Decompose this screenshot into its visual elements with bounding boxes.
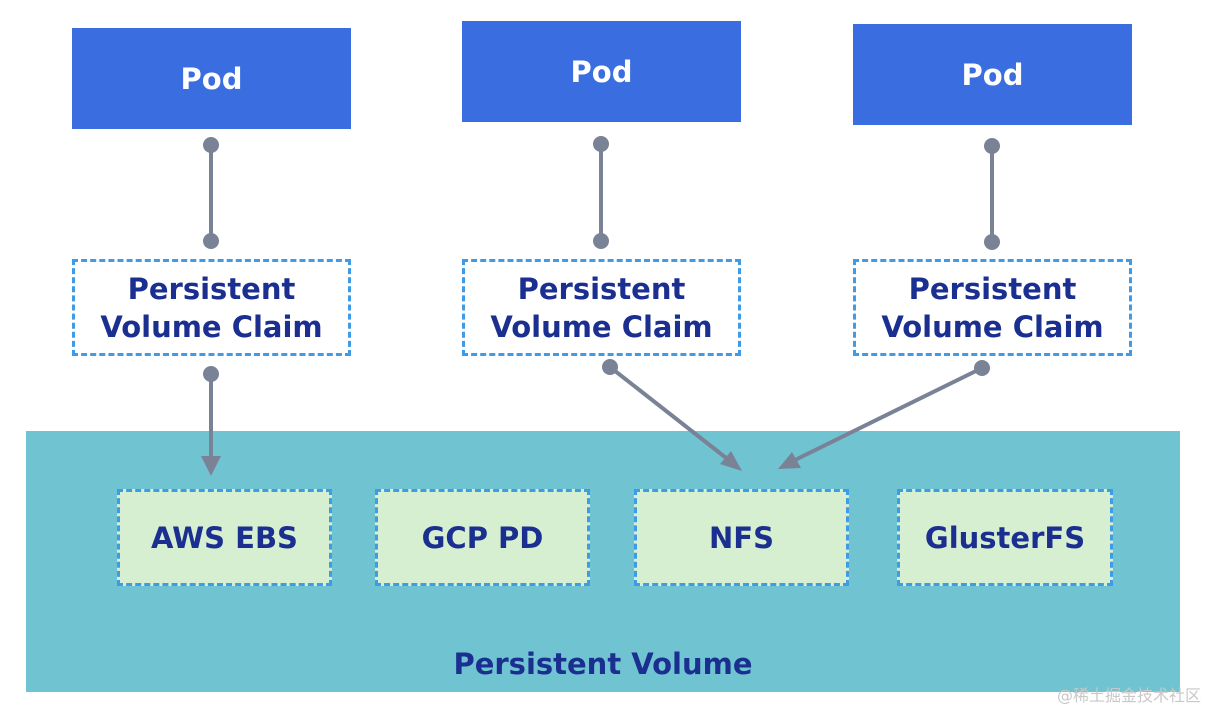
pvc-box-1: Persistent Volume Claim [72, 259, 351, 356]
pvc-box-2: Persistent Volume Claim [462, 259, 741, 356]
pvc-storage-arrow-3 [792, 366, 983, 463]
persistent-volume-label: Persistent Volume [453, 647, 753, 681]
connector-dot [203, 233, 219, 249]
storage-label: AWS EBS [151, 520, 298, 555]
connector-dot [984, 138, 1000, 154]
pod-box-3: Pod [853, 24, 1132, 125]
pod-box-1: Pod [72, 28, 351, 129]
arrowhead-icon [778, 452, 801, 469]
pod-box-2: Pod [462, 21, 741, 122]
pod-label: Pod [570, 54, 633, 89]
pvc-label-line1: Persistent [908, 271, 1077, 306]
pvc-label-line2: Volume Claim [490, 309, 713, 344]
arrowhead-icon [201, 456, 221, 476]
pod-label: Pod [961, 57, 1024, 92]
pod-label: Pod [180, 61, 243, 96]
connector-dot [203, 137, 219, 153]
connector-dot [984, 234, 1000, 250]
storage-nfs: NFS [634, 489, 849, 586]
storage-label: GCP PD [421, 520, 544, 555]
connector-dot [974, 360, 990, 376]
storage-label: NFS [709, 520, 774, 555]
pvc-label-line1: Persistent [517, 271, 686, 306]
storage-glusterfs: GlusterFS [897, 489, 1113, 586]
pvc-label-line2: Volume Claim [100, 309, 323, 344]
pvc-storage-arrow-2 [608, 365, 732, 463]
pvc-box-3: Persistent Volume Claim [853, 259, 1132, 356]
connector-dot [203, 366, 219, 382]
arrowhead-icon [720, 451, 742, 471]
pvc-label-line2: Volume Claim [881, 309, 1104, 344]
watermark: @稀土掘金技术社区 [1056, 686, 1201, 705]
connector-dot [602, 359, 618, 375]
connector-dot [593, 233, 609, 249]
connector-dot [593, 136, 609, 152]
storage-label: GlusterFS [924, 520, 1086, 555]
pvc-label-line1: Persistent [127, 271, 296, 306]
storage-aws-ebs: AWS EBS [117, 489, 332, 586]
storage-gcp-pd: GCP PD [375, 489, 590, 586]
